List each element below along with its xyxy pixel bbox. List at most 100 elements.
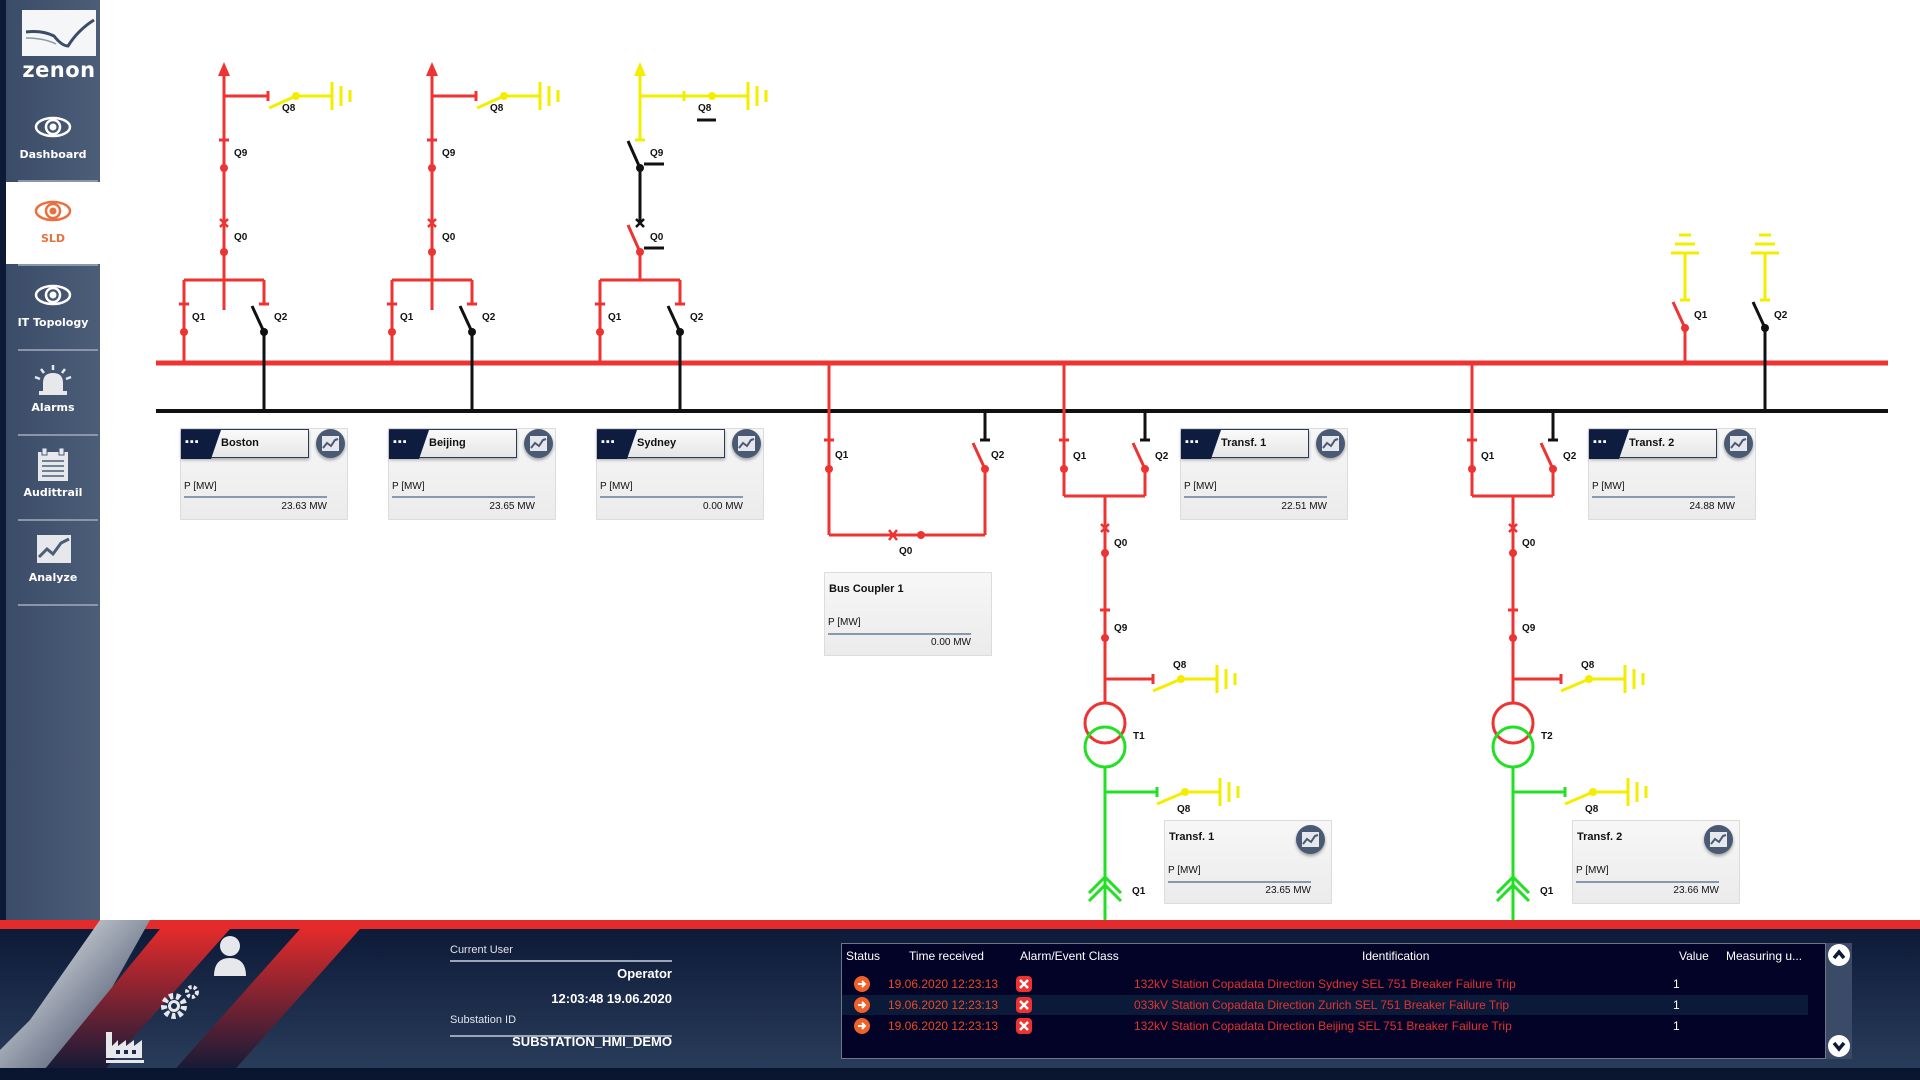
q9-disconnector[interactable] (1101, 634, 1109, 642)
bus-coupler-card[interactable]: Bus Coupler 1 P [MW] 0.00 MW (824, 572, 992, 656)
q2-disconnector[interactable] (1131, 442, 1147, 470)
transformer-lv-winding[interactable] (1491, 725, 1535, 769)
scroll-down-button[interactable] (1828, 1035, 1850, 1057)
q8-earth-switch[interactable] (268, 94, 297, 110)
alarm-row[interactable]: 19.06.2020 12:23:13 033kV Station Copada… (842, 995, 1808, 1015)
divider (1592, 496, 1735, 498)
label-q2: Q2 (690, 312, 704, 323)
alarm-scrollbar[interactable] (1826, 943, 1852, 1059)
feeder-card-sydney[interactable]: ▪▪▪Sydney P [MW] 0.00 MW (596, 428, 764, 520)
alarm-row[interactable]: 19.06.2020 12:23:13 132kV Station Copada… (842, 1016, 1808, 1036)
trend-button[interactable] (1296, 825, 1325, 854)
settings-gears-icon[interactable] (158, 982, 202, 1022)
sidebar-item-sld[interactable]: SLD (6, 182, 100, 264)
divider (1576, 881, 1719, 883)
q1-disconnector[interactable] (596, 328, 604, 336)
column-header-value[interactable]: Value (1679, 949, 1709, 963)
q8-lv-earth-switch[interactable] (1156, 790, 1186, 806)
q8-earth-switch[interactable] (1560, 677, 1590, 693)
q1-lv-withdrawable-breaker[interactable] (1495, 874, 1531, 903)
card-tag: ▪▪▪ (181, 430, 221, 459)
sidebar-item-analyze[interactable]: Analyze (6, 521, 100, 603)
divider (828, 633, 971, 635)
q9-disconnector[interactable] (1509, 634, 1517, 642)
chevron-down-icon (1832, 1041, 1846, 1052)
trend-button[interactable] (732, 429, 761, 458)
q1-disconnector[interactable] (1468, 465, 1476, 473)
alarm-list[interactable]: Status Time received Alarm/Event Class I… (841, 943, 1826, 1059)
sidebar-item-label: IT Topology (17, 316, 89, 329)
q9-disconnector[interactable] (428, 164, 436, 172)
trend-button[interactable] (1704, 825, 1733, 854)
q1-lv-withdrawable-breaker[interactable] (1087, 874, 1123, 903)
trend-chart-icon (530, 436, 547, 451)
alarm-value: 1 (1673, 1019, 1680, 1033)
transformer-lv-winding[interactable] (1083, 725, 1127, 769)
q9-disconnector[interactable] (626, 140, 642, 169)
label-q0: Q0 (442, 232, 456, 243)
q0-breaker[interactable] (917, 531, 925, 539)
alarm-beacon-icon (34, 365, 72, 395)
column-header-measuring-unit[interactable]: Measuring u... (1726, 949, 1803, 963)
q0-breaker[interactable] (220, 248, 228, 256)
bus-earthing-bay (1669, 233, 1781, 411)
q2-disconnector[interactable] (458, 305, 474, 333)
alarm-row[interactable]: 19.06.2020 12:23:13 132kV Station Copada… (842, 974, 1808, 994)
label-q2: Q2 (1563, 451, 1577, 462)
label-q8-hv: Q8 (1581, 660, 1595, 671)
factory-icon[interactable] (104, 1030, 146, 1064)
feeder-card-beijing[interactable]: ▪▪▪Beijing P [MW] 23.65 MW (388, 428, 556, 520)
q2-disconnector[interactable] (1539, 442, 1555, 470)
column-header-status[interactable]: Status (846, 949, 881, 963)
q2-disconnector[interactable] (971, 442, 987, 470)
card-title: Transf. 1 (1169, 831, 1215, 843)
transformer-hv-winding[interactable] (1083, 701, 1127, 745)
q0-breaker[interactable] (1101, 549, 1109, 557)
trend-button[interactable] (524, 429, 553, 458)
trend-button[interactable] (316, 429, 345, 458)
power-value: 24.88 MW (1689, 501, 1735, 512)
column-header-identification[interactable]: Identification (1362, 949, 1430, 963)
sidebar-item-audittrail[interactable]: Audittrail (6, 436, 100, 518)
q2-disconnector[interactable] (250, 305, 266, 333)
q8-earth-switch[interactable] (1152, 677, 1182, 693)
sidebar-item-dashboard[interactable]: Dashboard (6, 98, 100, 180)
q8-earth-switch[interactable] (476, 94, 505, 110)
transformer-2-hv-card[interactable]: ▪▪▪Transf. 2 P [MW] 24.88 MW (1588, 428, 1756, 520)
outgoing-line-arrow-icon (218, 62, 230, 76)
label-q1: Q1 (1073, 451, 1087, 462)
sidebar-item-alarms[interactable]: Alarms (6, 351, 100, 433)
feeder-card-boston[interactable]: ▪▪▪Boston P [MW] 23.63 MW (180, 428, 348, 520)
q0-breaker[interactable] (626, 224, 642, 253)
column-header-time-received[interactable]: Time received (909, 949, 984, 963)
label-q1: Q1 (400, 312, 414, 323)
transformer-1-lv-card[interactable]: Transf. 1 P [MW] 23.65 MW (1164, 820, 1332, 904)
column-header-alarm-class[interactable]: Alarm/Event Class (1020, 949, 1119, 963)
q9-disconnector[interactable] (220, 164, 228, 172)
q0-breaker[interactable] (1509, 549, 1517, 557)
q8-lv-earth-switch[interactable] (1564, 790, 1594, 806)
card-header: ▪▪▪Beijing (389, 429, 517, 459)
sidebar-item-label: Dashboard (19, 148, 87, 161)
q1-disconnector[interactable] (388, 328, 396, 336)
q2-earth-switch[interactable] (1751, 301, 1767, 329)
alarm-time: 19.06.2020 12:23:13 (888, 977, 999, 991)
transformer-1-hv-card[interactable]: ▪▪▪Transf. 1 P [MW] 22.51 MW (1180, 428, 1348, 520)
card-header: ▪▪▪Sydney (597, 429, 725, 459)
q1-earth-switch[interactable] (1671, 301, 1687, 329)
scroll-up-button[interactable] (1828, 944, 1850, 966)
q1-disconnector[interactable] (825, 465, 833, 473)
q1-disconnector[interactable] (1060, 465, 1068, 473)
trend-button[interactable] (1316, 429, 1345, 458)
sidebar-item-it-topology[interactable]: IT Topology (6, 266, 100, 348)
trend-button[interactable] (1724, 429, 1753, 458)
transformer-2-lv-card[interactable]: Transf. 2 P [MW] 23.66 MW (1572, 820, 1740, 904)
transformer-hv-winding[interactable] (1491, 701, 1535, 745)
q1-disconnector[interactable] (180, 328, 188, 336)
q0-breaker[interactable] (428, 248, 436, 256)
q2-disconnector[interactable] (666, 305, 682, 333)
alarm-time: 19.06.2020 12:23:13 (888, 1019, 999, 1033)
label-q9: Q9 (650, 148, 664, 159)
user-icon[interactable] (210, 934, 250, 978)
card-title: Beijing (429, 437, 466, 449)
